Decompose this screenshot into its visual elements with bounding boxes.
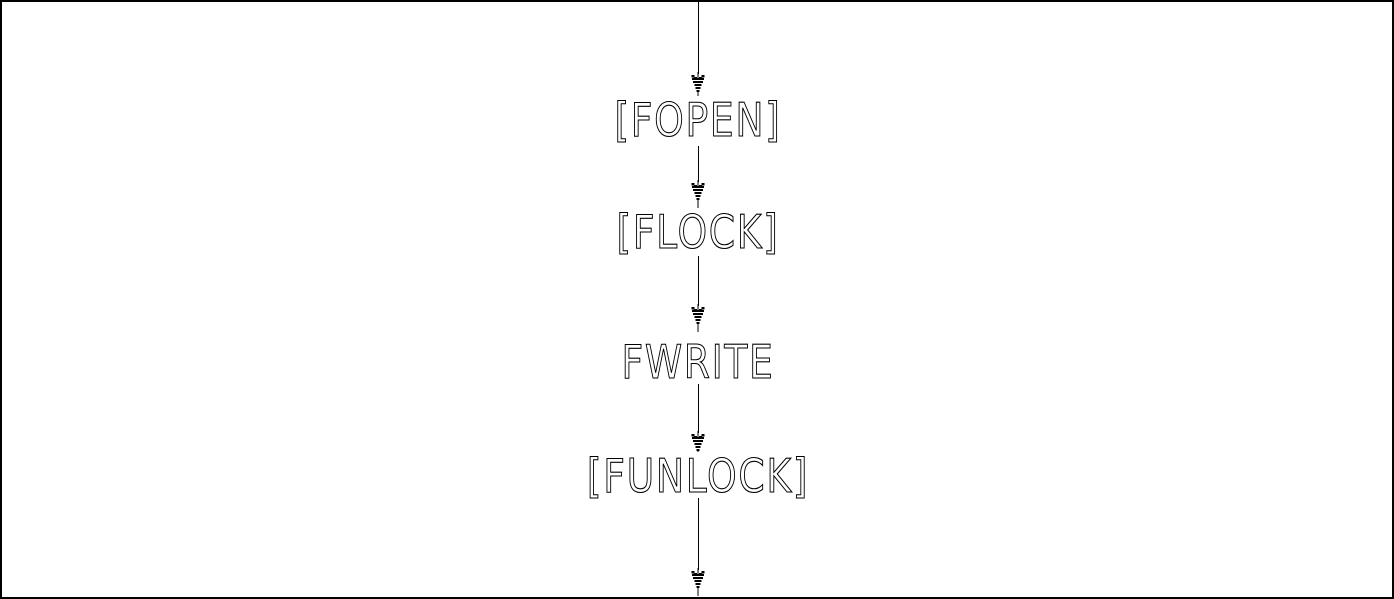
node-label-funlock: [FUNLOCK]	[583, 451, 813, 501]
down-arrow-icon	[691, 568, 705, 596]
node-label-fopen: [FOPEN]	[611, 95, 785, 145]
connector-line-fopen-flock	[698, 146, 699, 182]
node-label-fwrite: FWRITE	[618, 337, 778, 387]
down-arrow-icon	[691, 304, 705, 332]
connector-line-flock-fwrite	[698, 256, 699, 306]
connector-line-fwrite-funlock	[698, 384, 699, 433]
node-label-flock: [FLOCK]	[613, 207, 783, 257]
down-arrow-icon	[691, 180, 705, 208]
connector-line-top	[698, 2, 699, 74]
connector-line-bottom	[698, 498, 699, 570]
